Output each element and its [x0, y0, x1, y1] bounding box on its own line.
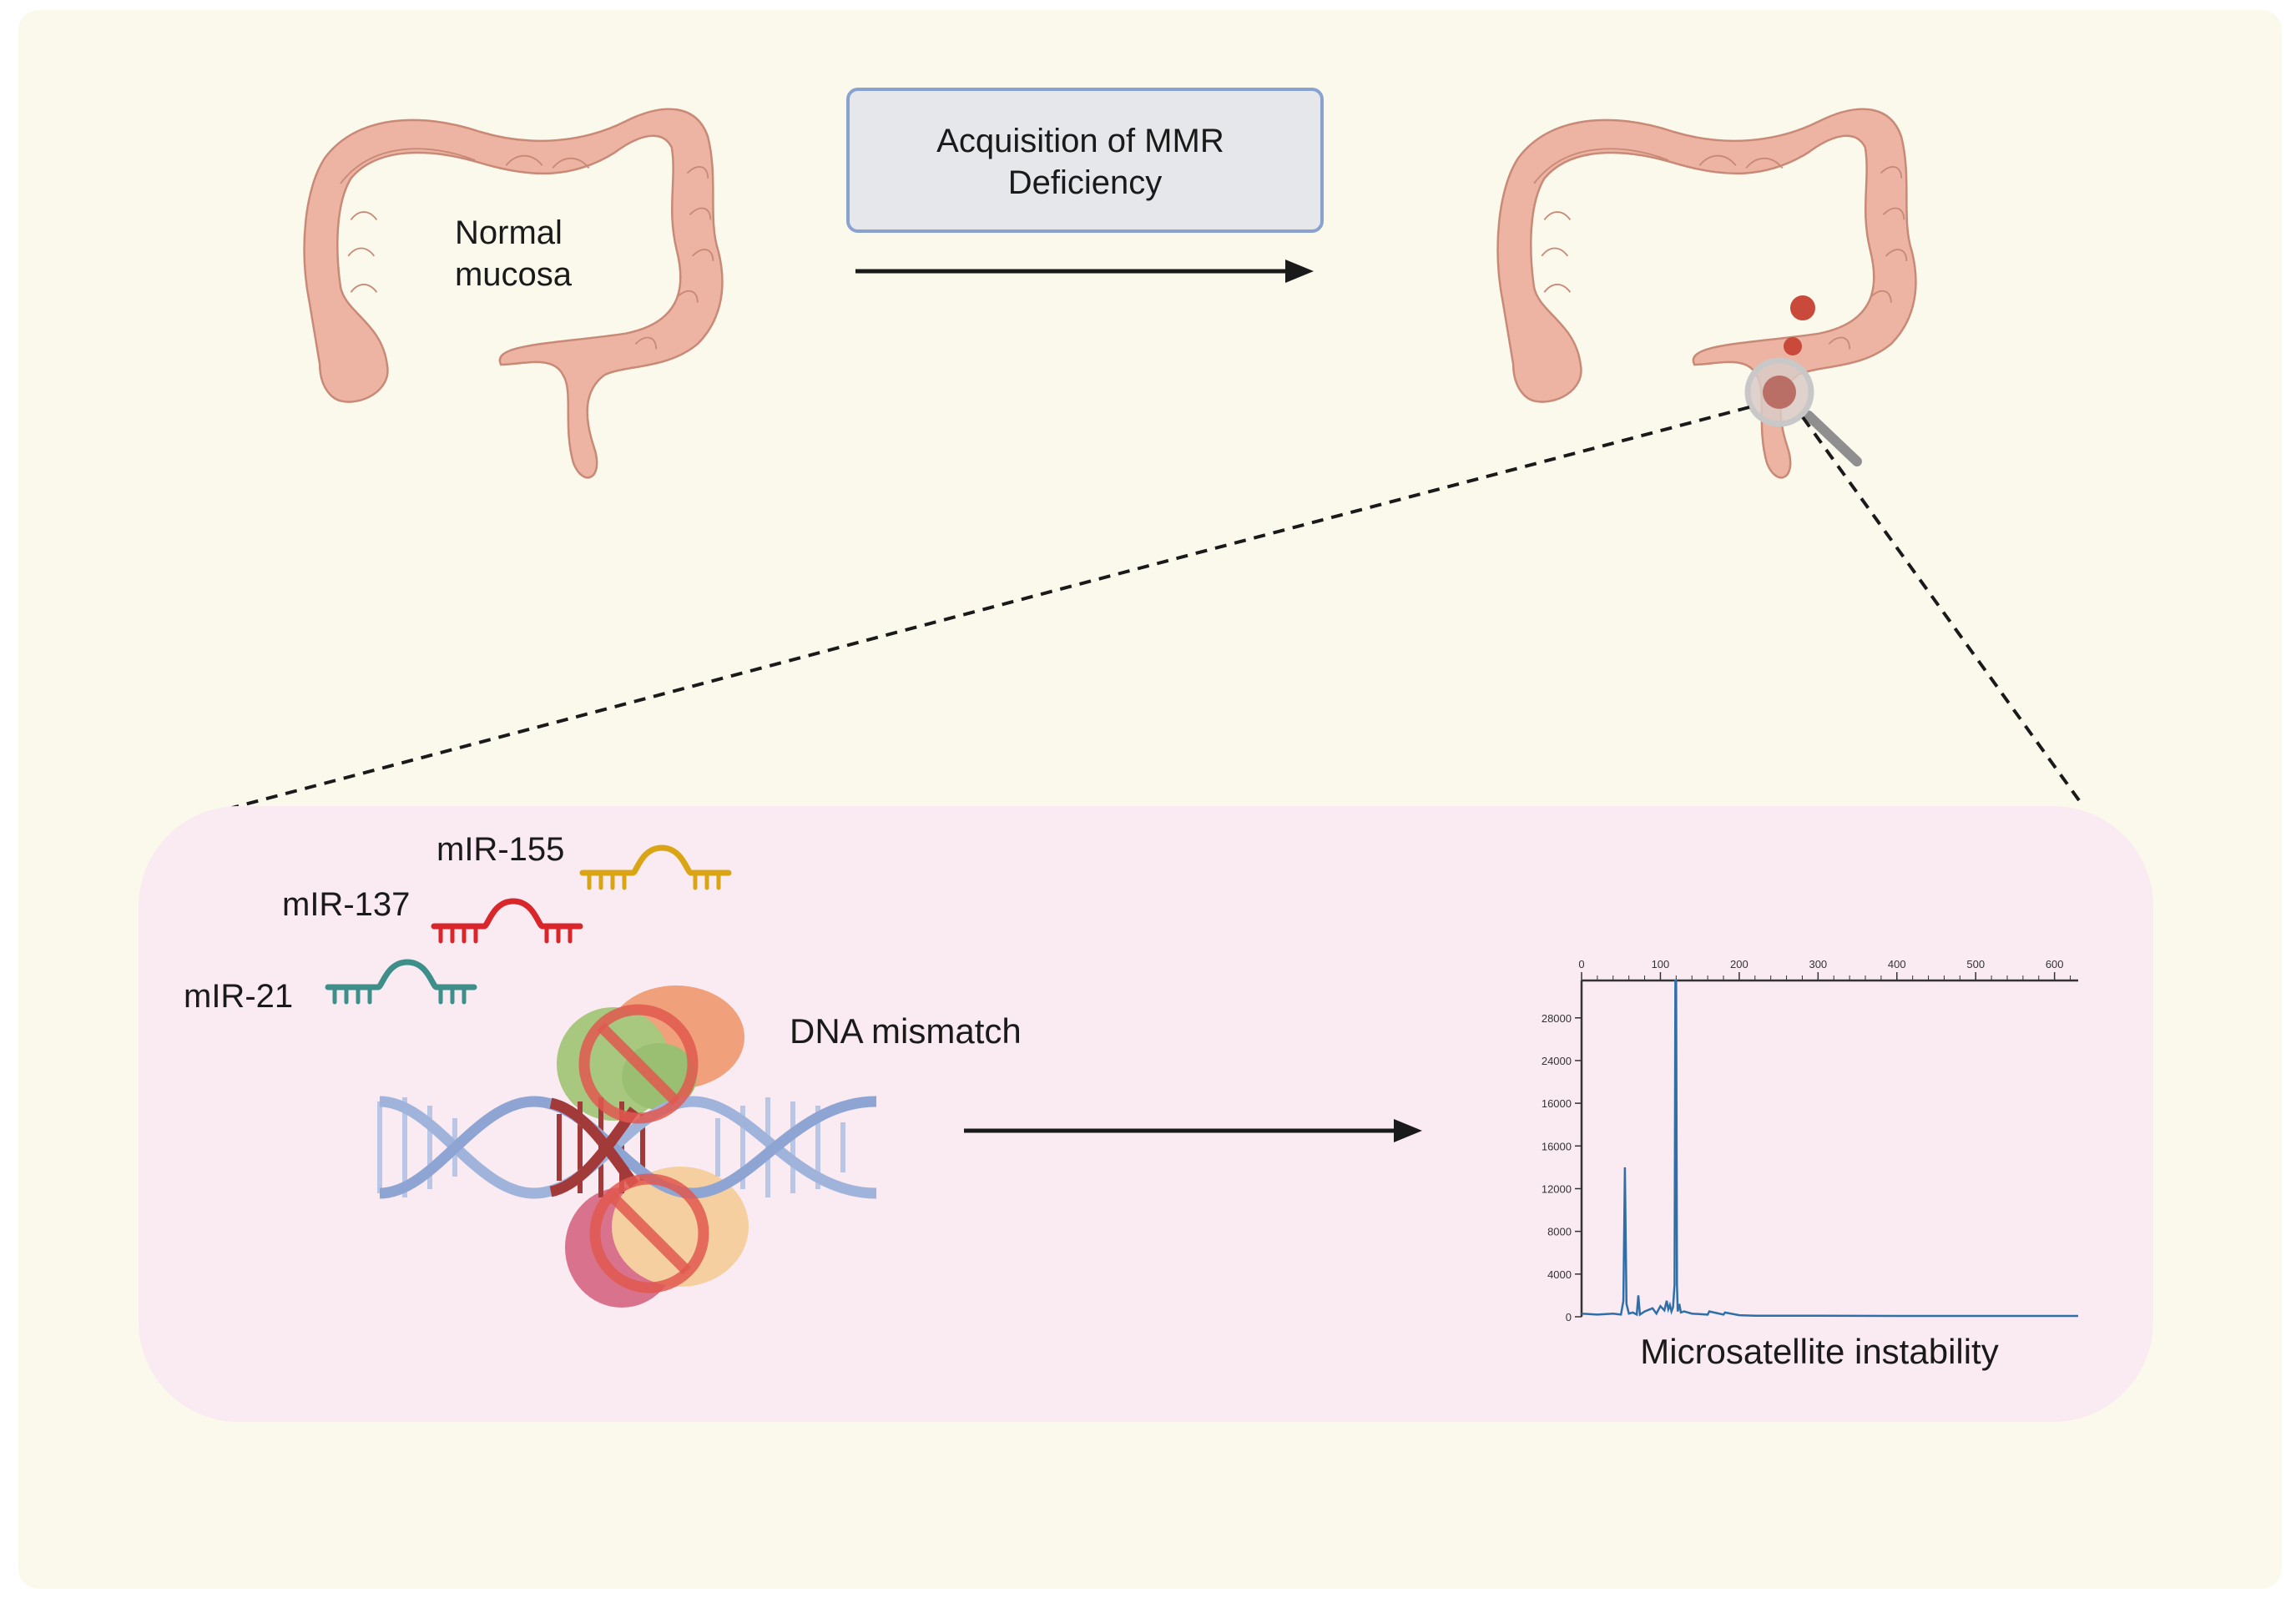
x-tick-label: 100 — [1652, 958, 1670, 970]
x-tick-label: 400 — [1888, 958, 1906, 970]
x-tick-label: 200 — [1730, 958, 1748, 970]
y-tick-label: 28000 — [1542, 1012, 1572, 1025]
mmr-protein-complex-top — [557, 985, 744, 1121]
y-tick-label: 4000 — [1547, 1268, 1572, 1281]
process-box-label: Acquisition of MMR Deficiency — [936, 123, 1234, 201]
arrow-top — [855, 260, 1314, 283]
dna-mismatch-label: DNA mismatch — [790, 1011, 1022, 1051]
mirna-list: mIR-155 mIR-137 mIR-21 — [184, 831, 729, 1015]
process-box — [846, 88, 1324, 233]
mirna-137-label: mIR-137 — [282, 886, 410, 923]
x-tick-label: 300 — [1809, 958, 1827, 970]
x-tick-label: 500 — [1966, 958, 1985, 970]
normal-mucosa-label: Normal mucosa — [455, 214, 573, 293]
y-tick-label: 24000 — [1542, 1055, 1572, 1067]
magnifier-icon — [1744, 357, 1862, 466]
chart-axes — [1580, 979, 2078, 1317]
x-tick-label: 600 — [2046, 958, 2064, 970]
no-sign-icon — [578, 1004, 699, 1124]
dna-helix-icon — [377, 1096, 877, 1199]
zoom-lines — [231, 406, 2085, 809]
y-tick-label: 12000 — [1542, 1182, 1572, 1195]
detail-panel — [139, 806, 2153, 1422]
x-axis-ticks: 0 100 200 300 400 500 600 — [1578, 958, 2071, 980]
y-tick-label: 16000 — [1542, 1140, 1572, 1152]
y-axis-ticks: 0 4000 8000 12000 16000 16000 24000 28000 — [1542, 1012, 1582, 1323]
y-tick-label: 8000 — [1547, 1226, 1572, 1238]
y-tick-label: 16000 — [1542, 1097, 1572, 1110]
x-tick-label: 0 — [1578, 958, 1584, 970]
arrow-bottom — [964, 1119, 1422, 1142]
mirna-155-label: mIR-155 — [436, 831, 564, 868]
msi-chart: 0 100 200 300 400 500 600 0 4000 8000 12000 16000 1… — [1542, 958, 2078, 1323]
y-tick-label: 0 — [1566, 1311, 1572, 1323]
tumor-spots — [1784, 295, 1815, 355]
chart-caption: Microsatellite instability — [1640, 1332, 1998, 1371]
no-sign-icon-bottom — [589, 1173, 709, 1293]
mirna-21-label: mIR-21 — [184, 978, 293, 1015]
chart-series-line — [1581, 979, 2078, 1318]
